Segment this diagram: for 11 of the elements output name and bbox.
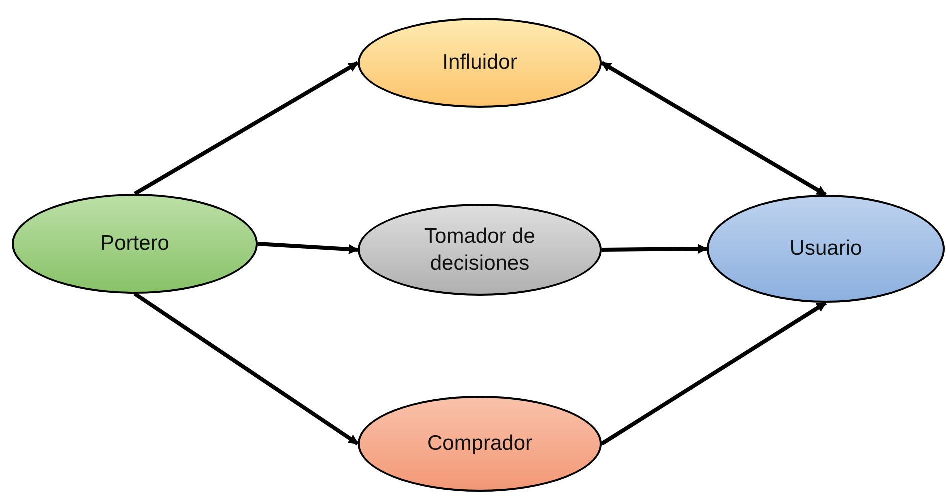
node-label: Influidor: [442, 50, 518, 76]
arrow: [134, 61, 360, 196]
node-label: Tomador de decisiones: [424, 224, 536, 277]
arrow: [600, 61, 828, 197]
node-label: Comprador: [427, 431, 533, 458]
arrow: [258, 242, 359, 254]
node-label: Portero: [100, 231, 170, 258]
arrow: [134, 292, 360, 446]
arrow: [602, 244, 708, 254]
arrow: [600, 301, 828, 446]
node-label: Usuario: [790, 236, 862, 262]
